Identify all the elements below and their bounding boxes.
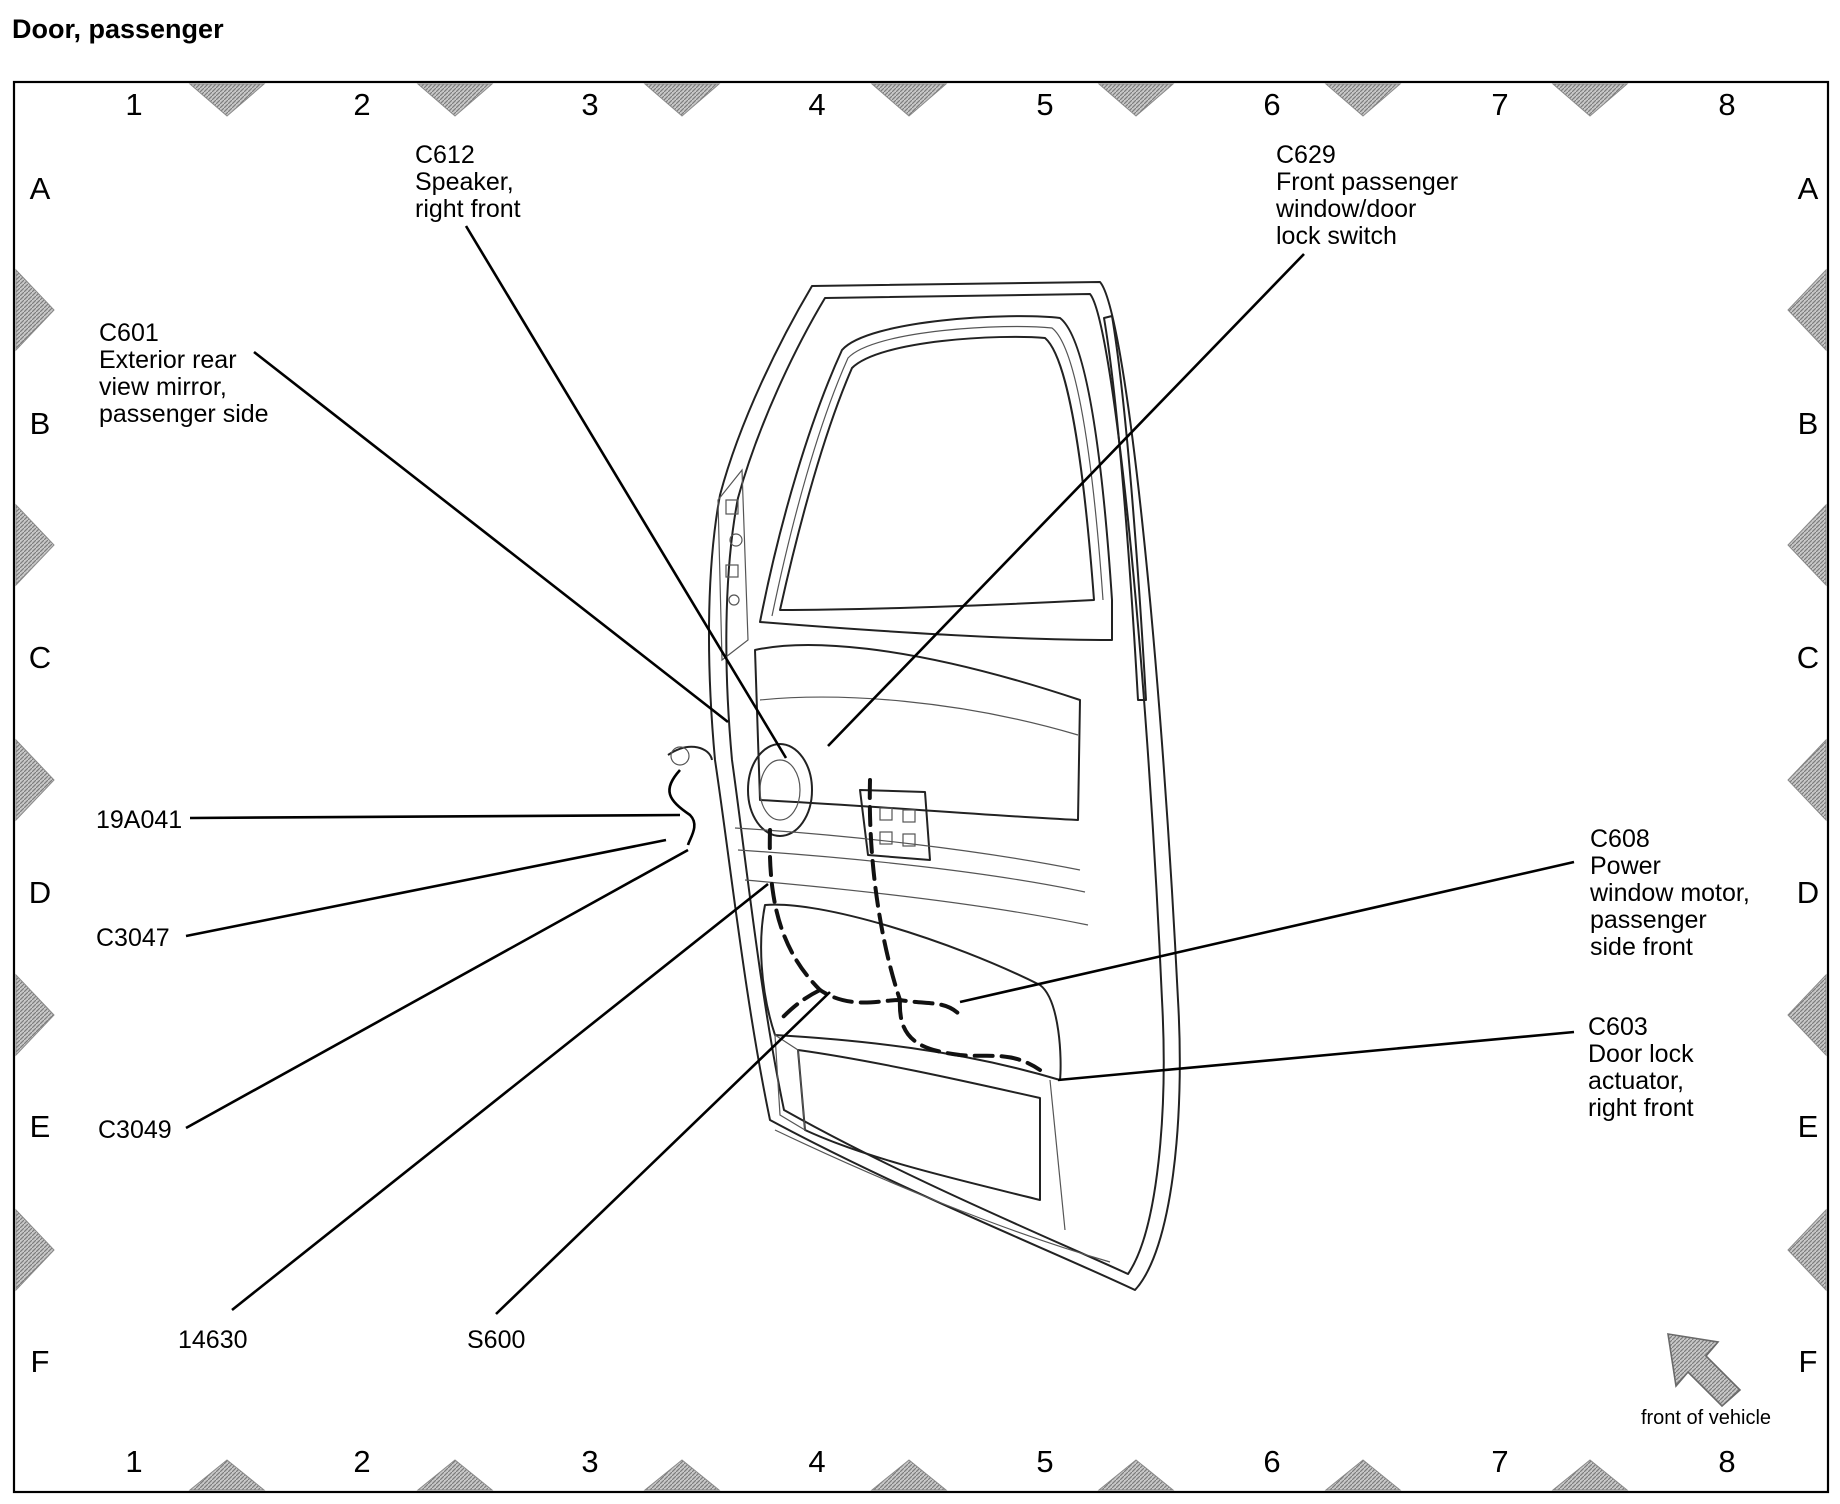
grid-col-2: 2	[353, 87, 370, 122]
grid-row-d-right: D	[1797, 875, 1819, 910]
grid-col-5: 5	[1036, 87, 1053, 122]
callout-19a041: 19A041	[96, 806, 182, 834]
door-illustration	[667, 281, 1181, 1291]
grid-row-f: F	[31, 1344, 50, 1379]
grid-col-8: 8	[1718, 87, 1735, 122]
callout-c612: C612 Speaker, right front	[415, 141, 521, 223]
grid-markers	[15, 83, 1827, 1491]
grid-col-4: 4	[808, 87, 825, 122]
leader-c608	[959, 860, 1575, 1004]
grid-row-f-right: F	[1799, 1344, 1818, 1379]
leader-c612	[464, 225, 788, 759]
grid-row-c: C	[29, 640, 51, 675]
grid-col-5-bottom: 5	[1036, 1444, 1053, 1479]
callout-14630: 14630	[178, 1326, 248, 1354]
leader-c601	[253, 350, 729, 724]
grid-row-e: E	[30, 1109, 51, 1144]
grid-row-c-right: C	[1797, 640, 1819, 675]
callout-c603: C603 Door lock actuator, right front	[1588, 1013, 1701, 1122]
grid-row-d: D	[29, 875, 51, 910]
leader-c629	[827, 253, 1305, 747]
callout-s600: S600	[467, 1326, 525, 1354]
callout-c601: C601 Exterior rear view mirror, passenge…	[99, 319, 269, 428]
grid-col-6: 6	[1263, 87, 1280, 122]
grid-col-4-bottom: 4	[808, 1444, 825, 1479]
leader-s600	[495, 991, 831, 1315]
leader-c3047	[185, 838, 667, 938]
grid-row-b-right: B	[1798, 406, 1819, 441]
arrow-icon	[1667, 1333, 1742, 1408]
orientation-label: front of vehicle	[1641, 1407, 1771, 1429]
grid-col-3: 3	[581, 87, 598, 122]
callout-c3049: C3049	[98, 1116, 172, 1144]
page-title: Door, passenger	[12, 14, 224, 44]
grid-labels: 1 2 3 4 5 6 7 8 1 2 3 4 5 6 7 8 A B C D …	[29, 87, 1819, 1479]
grid-row-a: A	[30, 171, 51, 206]
callout-c608: C608 Power window motor, passenger side …	[1589, 825, 1757, 961]
grid-col-1: 1	[125, 87, 142, 122]
grid-col-8-bottom: 8	[1718, 1444, 1735, 1479]
diagram-frame	[12, 80, 1830, 1494]
grid-row-e-right: E	[1798, 1109, 1819, 1144]
callout-c3047: C3047	[96, 924, 170, 952]
leader-c3049	[185, 848, 689, 1130]
grid-col-7: 7	[1491, 87, 1508, 122]
grid-col-2-bottom: 2	[353, 1444, 370, 1479]
leader-lines	[185, 225, 1575, 1315]
leader-c603	[1057, 1030, 1575, 1082]
grid-col-6-bottom: 6	[1263, 1444, 1280, 1479]
callout-c629: C629 Front passenger window/door lock sw…	[1275, 141, 1465, 250]
grid-col-7-bottom: 7	[1491, 1444, 1508, 1479]
grid-col-3-bottom: 3	[581, 1444, 598, 1479]
leader-19a041	[189, 813, 681, 820]
grid-row-b: B	[30, 406, 51, 441]
grid-col-1-bottom: 1	[125, 1444, 142, 1479]
leader-14630	[231, 882, 769, 1312]
grid-row-a-right: A	[1798, 171, 1819, 206]
